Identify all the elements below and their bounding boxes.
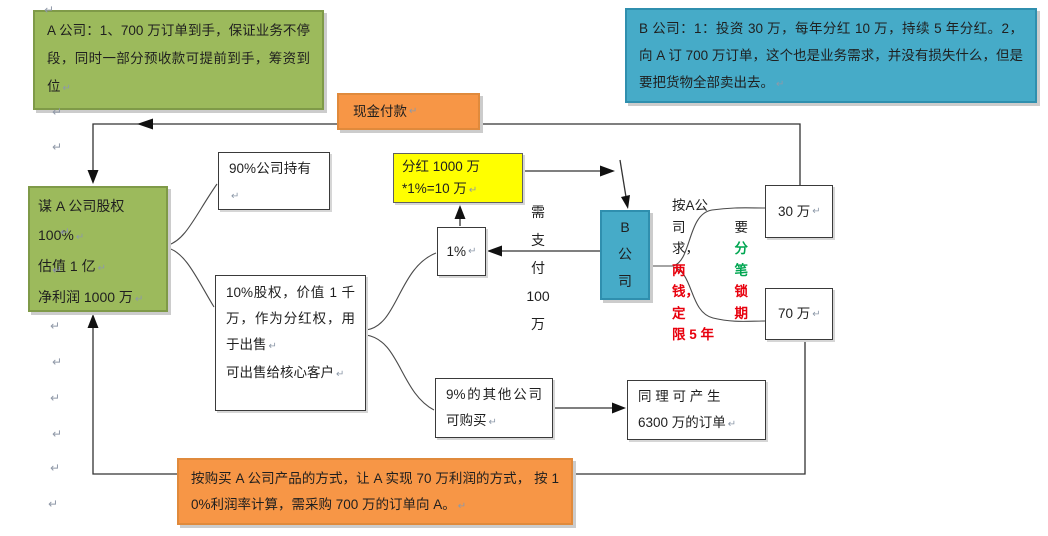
- arrowhead-into-onepercent: [487, 245, 502, 257]
- return-mark: ↵: [776, 79, 785, 90]
- paragraph-mark: ↵: [50, 319, 61, 333]
- need-pay-label: 需 支 付 100 万: [526, 204, 550, 332]
- requirement-line: 司要: [672, 219, 748, 235]
- b-to-30-curve: [672, 207, 766, 267]
- equity-10-para2: 可出售给核心客户↵: [226, 365, 345, 380]
- bottomnote-to-equity-line: [92, 328, 177, 475]
- equity10-curve-lower: [365, 334, 435, 411]
- note-bottom-text: 按购买 A 公司产品的方式，让 A 实现 70 万利润的方式， 按 10%利润率…: [191, 471, 559, 512]
- paragraph-mark: ↵: [52, 263, 63, 277]
- return-mark: ↵: [97, 263, 106, 274]
- seventy-to-bottomnote-line: [573, 339, 806, 475]
- node-other-9[interactable]: 9%的其他公司可购买↵: [435, 378, 553, 438]
- equity-goal-line: 估值 1 亿↵: [38, 258, 106, 274]
- note-company-a[interactable]: A 公司：1、700 万订单到手，保证业务不停段，同时一部分预收款可提前到手，筹…: [33, 10, 324, 110]
- return-mark: ↵: [488, 417, 497, 428]
- diagonal-into-b-line: [619, 159, 627, 198]
- dividend-line2: *1%=10 万↵: [402, 181, 478, 196]
- requirement-note: 按A公司要求，分两笔钱，锁定期限 5 年: [672, 193, 748, 344]
- note-bottom[interactable]: 按购买 A 公司产品的方式，让 A 实现 70 万利润的方式， 按 10%利润率…: [177, 458, 573, 525]
- requirement-line: 定期: [672, 305, 748, 321]
- paragraph-mark: ↵: [52, 427, 63, 441]
- arrowhead-into-b-top: [621, 195, 630, 209]
- node-same-logic[interactable]: 同 理 可 产 生 6300 万的订单↵: [627, 380, 766, 440]
- same-logic-line1: 同 理 可 产 生: [638, 389, 721, 404]
- node-equity-10[interactable]: 10%股权，价值 1 千万，作为分红权，用于出售↵ 可出售给核心客户↵: [215, 275, 366, 411]
- equity-10-para1: 10%股权，价值 1 千万，作为分红权，用于出售: [226, 285, 355, 352]
- paragraph-mark: ↵: [48, 497, 59, 511]
- node-company-b[interactable]: B 公 司: [600, 210, 650, 300]
- node-one-percent[interactable]: 1%↵: [437, 227, 486, 276]
- node-amount-30[interactable]: 30 万↵: [765, 185, 833, 238]
- arrowhead-into-equity-bottom: [87, 314, 99, 328]
- paragraph-mark: ↵: [50, 391, 61, 405]
- paragraph-mark: ↵: [60, 225, 71, 239]
- node-held-90[interactable]: 90%公司持有↵: [218, 152, 330, 210]
- node-dividend[interactable]: 分红 1000 万 *1%=10 万↵: [393, 153, 523, 203]
- node-cash-payment[interactable]: 现金付款↵: [337, 93, 480, 130]
- requirement-line: 钱，锁: [672, 284, 748, 299]
- paragraph-mark: ↵: [52, 355, 63, 369]
- note-company-b[interactable]: B 公司：1：投资 30 万，每年分红 10 万，持续 5 年分红。2，向 A …: [625, 8, 1037, 103]
- return-mark: ↵: [336, 369, 345, 380]
- arrowhead-into-equity-top: [87, 170, 99, 184]
- return-mark: ↵: [134, 294, 144, 305]
- equity-fork-lower: [167, 247, 215, 308]
- return-mark: ↵: [268, 341, 277, 352]
- paragraph-mark: ↵: [50, 461, 61, 475]
- return-mark: ↵: [231, 191, 240, 202]
- return-mark: ↵: [727, 419, 737, 430]
- paragraph-mark: ↵: [52, 105, 63, 119]
- dividend-line1: 分红 1000 万: [402, 159, 481, 174]
- return-mark: ↵: [457, 501, 467, 512]
- equity-goal-line: 100%↵: [38, 227, 85, 243]
- arrowhead-right-from-dividend: [600, 165, 615, 177]
- return-mark: ↵: [409, 106, 418, 117]
- paragraph-mark: ↵: [44, 3, 55, 17]
- same-logic-line2: 6300 万的订单↵: [638, 415, 737, 430]
- return-mark: ↵: [62, 83, 71, 94]
- requirement-line: 求，分: [672, 241, 748, 256]
- return-mark: ↵: [812, 206, 821, 217]
- node-amount-70[interactable]: 70 万↵: [765, 288, 833, 340]
- requirement-line: 按A公: [672, 198, 709, 213]
- return-mark: ↵: [468, 185, 478, 196]
- arrowhead-into-samelogic: [612, 402, 626, 414]
- note-company-a-text: A 公司：1、700 万订单到手，保证业务不停段，同时一部分预收款可提前到手，筹…: [47, 23, 310, 94]
- one-percent-label: 1%: [446, 243, 467, 259]
- return-mark: ↵: [812, 308, 821, 320]
- return-mark: ↵: [75, 232, 85, 243]
- held-90-text: 90%公司持有↵: [229, 161, 311, 202]
- b-to-70-curve: [672, 266, 766, 322]
- note-company-b-text: B 公司：1：投资 30 万，每年分红 10 万，持续 5 年分红。2，向 A …: [639, 21, 1023, 90]
- cash-payment-label: 现金付款: [353, 103, 407, 119]
- amount-70-label: 70 万: [778, 306, 811, 322]
- arrowhead-left: [137, 118, 153, 130]
- node-equity-goal[interactable]: 谋 A 公司股权 100%↵ 估值 1 亿↵ 净利润 1000 万↵: [28, 186, 168, 312]
- arrowhead-into-dividend: [454, 205, 466, 219]
- equity-goal-line: 谋 A 公司股权: [38, 198, 125, 214]
- amount-30-label: 30 万: [778, 203, 811, 219]
- paragraph-mark: ↵: [52, 140, 63, 154]
- equity-fork-upper: [167, 183, 218, 246]
- other-9-text: 9%的其他公司可购买: [446, 387, 542, 428]
- return-mark: ↵: [468, 246, 477, 257]
- equity10-curve-upper: [365, 252, 437, 331]
- equity-goal-line: 净利润 1000 万↵: [38, 289, 144, 305]
- requirement-line: 限 5 年: [672, 327, 715, 342]
- requirement-line: 两笔: [672, 262, 748, 278]
